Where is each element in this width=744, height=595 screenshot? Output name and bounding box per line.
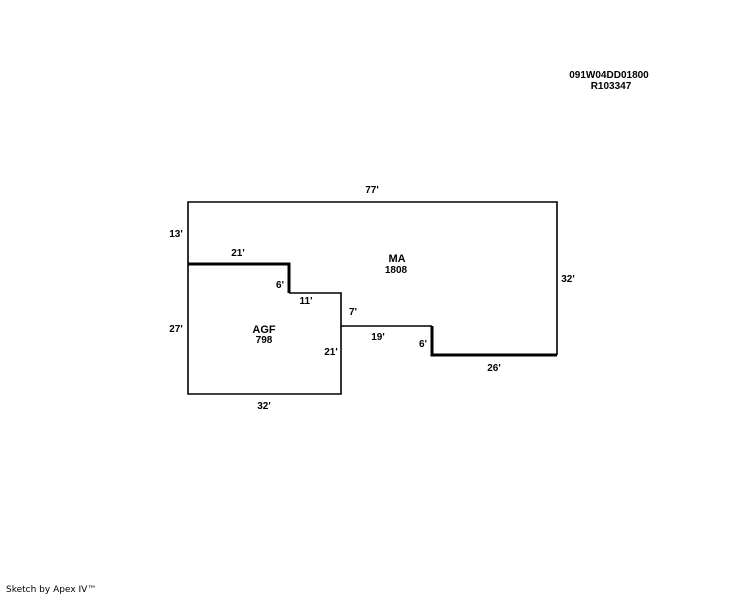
dimension-right: 32': [561, 274, 575, 285]
outline-garage: [187, 264, 342, 395]
garage-area-code: AGF: [252, 324, 276, 336]
parcel-account-number: R103347: [591, 81, 632, 92]
parcel-map-number: 091W04DD01800: [569, 70, 649, 81]
dimension-garage-step-over: 11': [300, 296, 313, 307]
boundary-garage-step: [188, 262, 291, 293]
dimension-bottom-right: 26': [487, 363, 501, 374]
footer-credit: Sketch by Apex IV™: [6, 585, 96, 595]
dimension-garage-bottom: 32': [257, 401, 271, 412]
dimension-step-horizontal: 19': [371, 332, 385, 343]
dimension-garage-step-down: 6': [276, 280, 284, 291]
dimension-garage-right: 21': [324, 347, 338, 358]
outline-inner-step: [289, 292, 432, 327]
dimension-step-down: 6': [419, 339, 427, 350]
dimension-garage-step-width: 21': [231, 248, 245, 259]
boundary-main-step: [430, 326, 557, 357]
main-area-code: MA: [388, 253, 405, 265]
dimension-left-upper: 13': [169, 229, 183, 240]
dimension-inner-rise: 7': [349, 307, 357, 318]
garage-area-sqft: 798: [256, 335, 273, 346]
dimension-left-lower: 27': [169, 324, 183, 335]
dimension-top: 77': [365, 185, 379, 196]
main-area-sqft: 1808: [385, 265, 408, 276]
outline-top-right: [187, 201, 558, 355]
